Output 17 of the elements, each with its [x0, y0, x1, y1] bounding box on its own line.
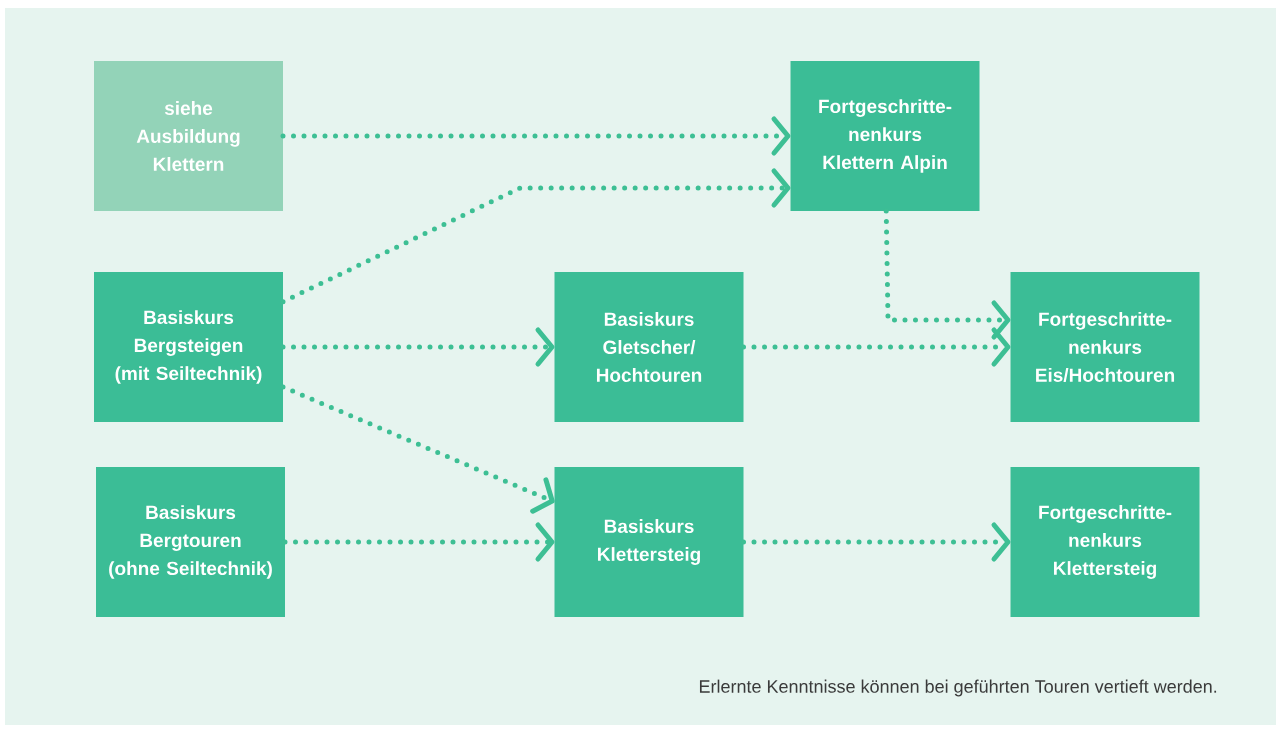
dotted-arrow	[741, 327, 1011, 367]
course-box: Fortgeschritte-nenkurs Eis/Hochtouren	[1010, 272, 1200, 422]
dotted-arrow	[280, 384, 555, 514]
dotted-arrow	[741, 522, 1011, 562]
dotted-arrow	[282, 522, 555, 562]
dotted-arrow	[883, 208, 1011, 340]
course-box: siehe Ausbildung Klettern	[94, 61, 283, 211]
course-box: Basiskurs Klettersteig	[554, 467, 744, 617]
dotted-arrow	[280, 327, 555, 367]
course-box: Fortgeschritte-nenkurs Klettern Alpin	[790, 61, 980, 211]
course-box: Basiskurs Bergsteigen (mit Seiltechnik)	[94, 272, 283, 422]
dotted-arrow	[280, 116, 791, 156]
caption: Erlernte Kenntnisse können bei geführten Touren vertieft werden.	[699, 679, 1217, 697]
dotted-arrow	[280, 168, 791, 305]
course-box: Basiskurs Bergtouren (ohne Seiltechnik)	[96, 467, 285, 617]
course-box: Fortgeschritte-nenkurs Klettersteig	[1010, 467, 1200, 617]
course-box: Basiskurs Gletscher/ Hochtouren	[554, 272, 744, 422]
